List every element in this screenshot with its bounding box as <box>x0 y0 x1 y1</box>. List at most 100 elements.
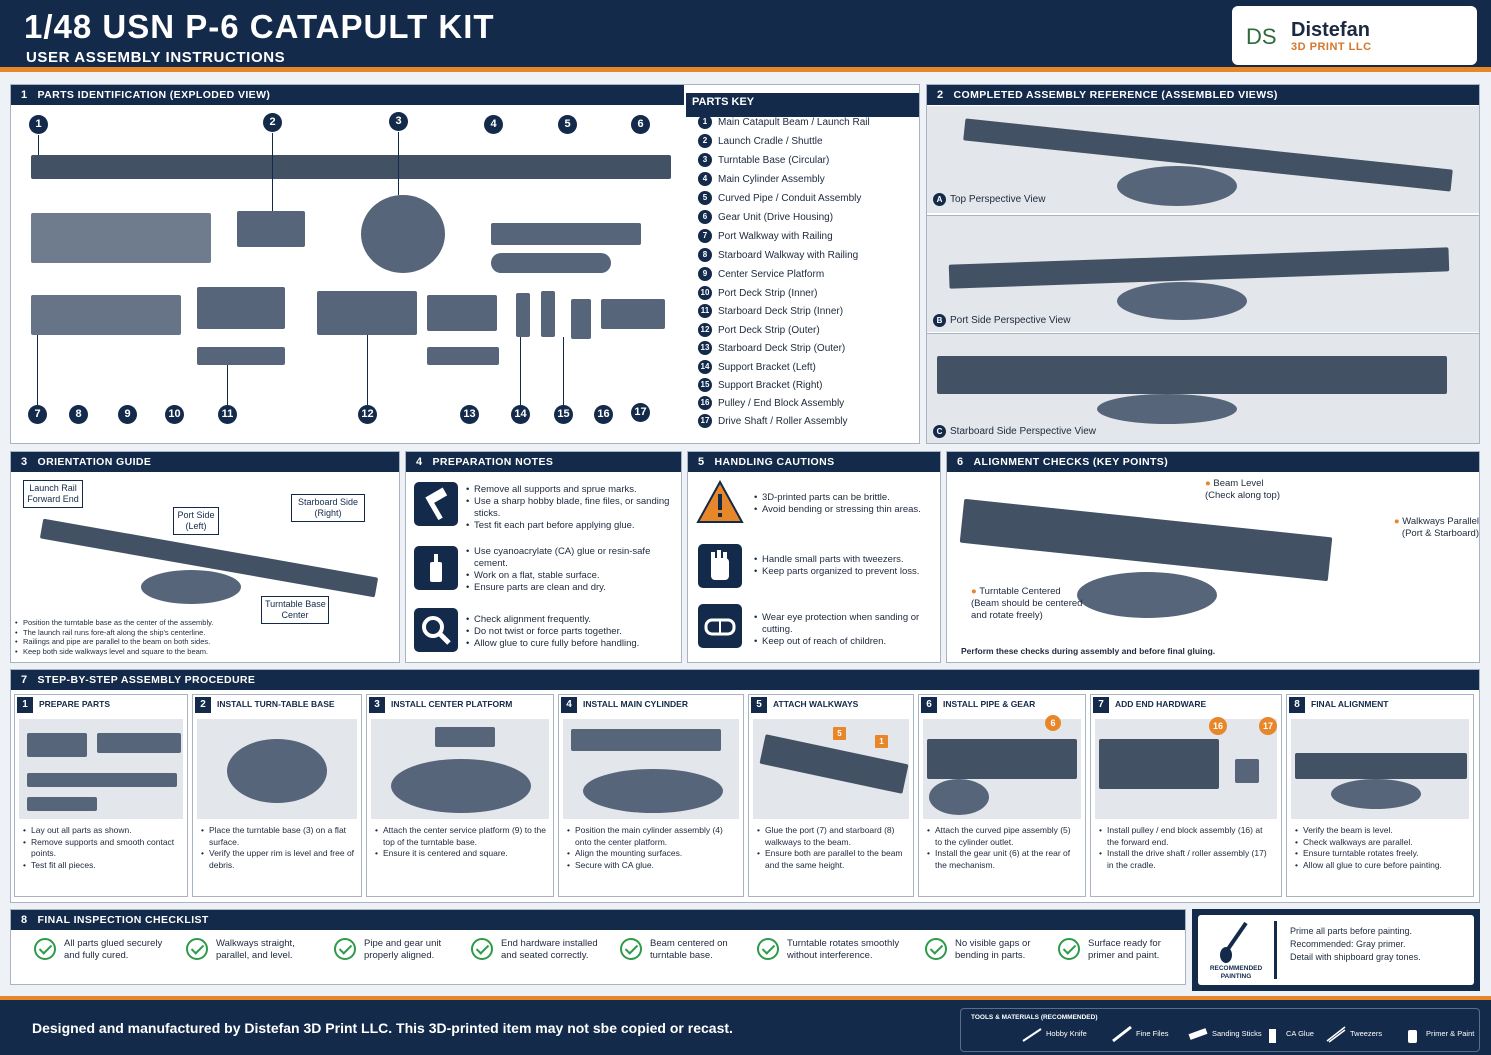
assembled-turntable <box>1117 282 1247 320</box>
callout-leader <box>272 133 273 211</box>
view-b-image <box>927 215 1479 332</box>
walkways-parallel-label: ● Walkways Parallel(Port & Starboard) <box>1393 516 1479 539</box>
file-icon <box>1112 1025 1132 1043</box>
view-c-image <box>927 333 1479 443</box>
callout-leader <box>520 337 521 405</box>
alignment-beam <box>959 498 1333 582</box>
tools-title: TOOLS & MATERIALS (RECOMMENDED) <box>971 1014 1098 1021</box>
step-image <box>197 719 357 819</box>
painting-label: RECOMMENDED PAINTING <box>1209 965 1263 980</box>
prep-notes-group-1: Remove all supports and sprue marks. Use… <box>466 484 676 532</box>
tools-materials: TOOLS & MATERIALS (RECOMMENDED) Hobby Kn… <box>960 1008 1480 1052</box>
copyright-notice: Designed and manufactured by Distefan 3D… <box>32 1020 733 1036</box>
step-image: 6 <box>923 715 1081 819</box>
step-badge: 6 <box>1045 715 1061 731</box>
step-image <box>371 719 549 819</box>
caution-group-2: Handle small parts with tweezers. Keep p… <box>754 554 934 578</box>
step-image: 5 1 <box>753 719 909 819</box>
page-footer: Designed and manufactured by Distefan 3D… <box>0 996 1491 1055</box>
starboard-side-label: Starboard Side (Right) <box>291 494 365 522</box>
part-callout: 4 <box>484 115 503 134</box>
part-callout: 17 <box>631 403 650 422</box>
brand-logo: DS Distefan 3D PRINT LLC <box>1232 6 1477 65</box>
part-turntable-base <box>361 195 445 273</box>
step-text: Attach the curved pipe assembly (5) to t… <box>927 825 1079 871</box>
tool-sanding-sticks: Sanding Sticks <box>1187 1025 1262 1043</box>
callout-leader <box>38 135 39 155</box>
part-center-platform <box>317 291 417 335</box>
part-callout: 15 <box>554 405 573 424</box>
part-walkway-small <box>31 295 181 335</box>
brand-name: Distefan <box>1291 19 1370 41</box>
checkmark-icon <box>1058 938 1080 960</box>
paint-bottle-icon <box>1408 1030 1417 1043</box>
page-title: 1/48 USN P-6 CATAPULT KIT <box>24 8 495 45</box>
page-subtitle: USER ASSEMBLY INSTRUCTIONS <box>26 49 286 66</box>
part-gear-housing <box>427 295 497 331</box>
part-pulley-block <box>571 299 591 339</box>
step-text: Place the turntable base (3) on a flat s… <box>201 825 355 871</box>
paintbrush-icon <box>1220 921 1248 963</box>
prep-notes-group-2: Use cyanoacrylate (CA) glue or resin-saf… <box>466 546 676 594</box>
callout-leader <box>227 365 228 405</box>
callout-leader <box>398 132 399 195</box>
part-callout: 1 <box>29 115 48 134</box>
part-callout: 7 <box>28 405 47 424</box>
part-callout: 3 <box>389 112 408 131</box>
knife-icon <box>1022 1028 1042 1042</box>
part-deck-strip <box>197 287 285 329</box>
goggles-icon <box>698 604 742 648</box>
port-side-label: Port Side (Left) <box>173 507 219 535</box>
part-callout: 5 <box>558 115 577 134</box>
launch-rail-label: Launch Rail Forward End <box>23 480 83 508</box>
part-callout: 10 <box>165 405 184 424</box>
part-strip-outer <box>427 347 499 365</box>
step-text: Install pulley / end block assembly (16)… <box>1099 825 1275 871</box>
part-callout: 8 <box>69 405 88 424</box>
checkmark-icon <box>757 938 779 960</box>
parts-key-header <box>686 93 919 117</box>
assembled-turntable <box>1117 166 1237 206</box>
ds-logo-icon: DS <box>1246 24 1277 49</box>
callout-leader <box>37 335 38 405</box>
part-callout: 16 <box>594 405 613 424</box>
step-text: Glue the port (7) and starboard (8) walk… <box>757 825 907 871</box>
part-curved-pipe <box>491 253 611 273</box>
caution-group-1: 3D-printed parts can be brittle. Avoid b… <box>754 492 934 516</box>
alignment-turntable <box>1077 572 1217 618</box>
part-callout: 12 <box>358 405 377 424</box>
step-text: Lay out all parts as shown.Remove suppor… <box>23 825 181 871</box>
part-walkway <box>31 213 211 263</box>
glue-icon <box>1269 1029 1276 1043</box>
sanding-stick-icon <box>1188 1028 1208 1040</box>
callout-leader <box>563 337 564 405</box>
step-image <box>563 719 739 819</box>
step-text: Verify the beam is level.Check walkways … <box>1295 825 1467 871</box>
alignment-footer: Perform these checks during assembly and… <box>961 646 1216 656</box>
tweezers-icon <box>1326 1026 1346 1043</box>
